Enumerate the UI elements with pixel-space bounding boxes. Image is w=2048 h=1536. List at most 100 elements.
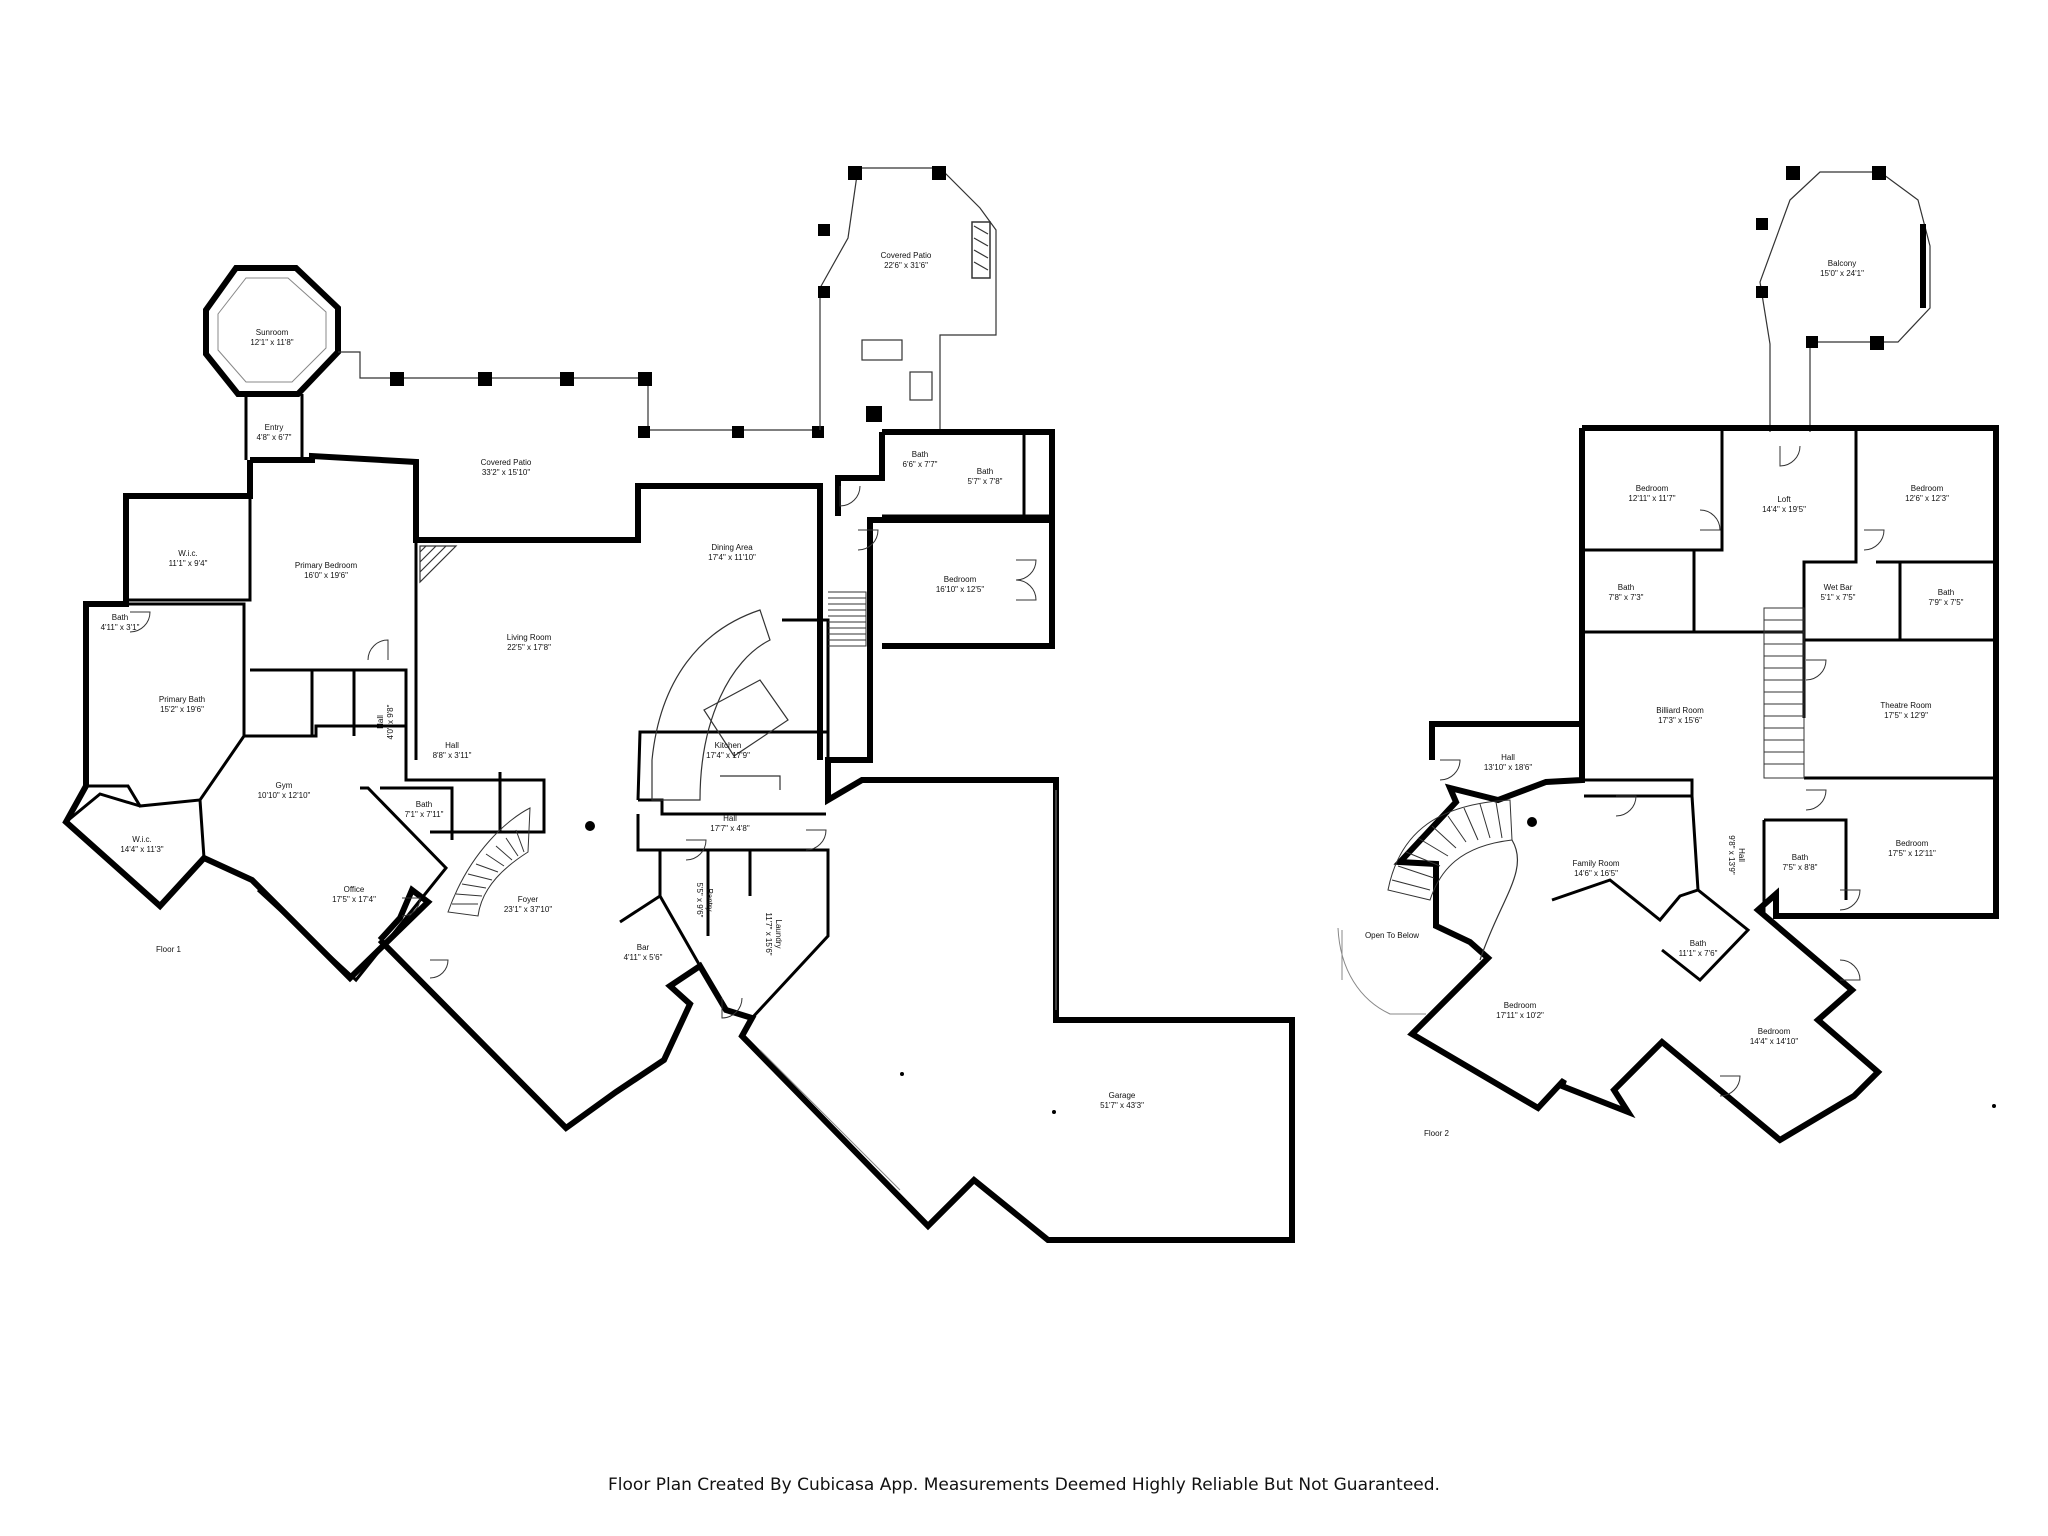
room-dimensions: 7'8" x 7'3" — [1609, 593, 1644, 602]
room-dimensions: 5'1" x 7'5" — [1821, 593, 1856, 602]
room-name: Entry — [265, 423, 284, 432]
room-dimensions: 4'11" x 3'1" — [101, 623, 140, 632]
room-name: Bedroom — [1758, 1027, 1791, 1036]
footer-disclaimer: Floor Plan Created By Cubicasa App. Meas… — [608, 1475, 1440, 1495]
room-dimensions: 11'7" x 15'6" — [764, 912, 773, 955]
room-dimensions: 15'0" x 24'1" — [1820, 269, 1864, 278]
room-name: Bedroom — [1896, 839, 1929, 848]
room-name: Bath — [1938, 588, 1954, 597]
room-name: Family Room — [1572, 859, 1619, 868]
room-name: Laundry — [774, 920, 783, 949]
room-dimensions: 23'1" x 37'10" — [504, 905, 552, 914]
room-dimensions: 17'4" x 11'10" — [708, 553, 756, 562]
room-name: Foyer — [518, 895, 539, 904]
room-label-wic-2: W.i.c.14'4" x 11'3" — [120, 835, 163, 854]
room-name: Bedroom — [944, 575, 977, 584]
room-dimensions: 14'4" x 14'10" — [1750, 1037, 1798, 1046]
room-name: Primary Bath — [159, 695, 205, 704]
room-dimensions: 12'6" x 12'3" — [1905, 494, 1949, 503]
room-name: Garage — [1109, 1091, 1136, 1100]
room-name: Loft — [1777, 495, 1791, 504]
room-name: Hall — [445, 741, 459, 750]
room-dimensions: 14'4" x 11'3" — [120, 845, 163, 854]
room-name: Bath — [1618, 583, 1634, 592]
room-name: Dining Area — [711, 543, 753, 552]
room-name: W.i.c. — [178, 549, 198, 558]
room-dimensions: 4'8" x 6'7" — [257, 433, 292, 442]
room-dimensions: 14'6" x 16'5" — [1574, 869, 1618, 878]
room-name: Bar — [637, 943, 650, 952]
room-dimensions: 33'2" x 15'10" — [482, 468, 530, 477]
room-dimensions: 7'9" x 7'5" — [1929, 598, 1964, 607]
room-dimensions: 17'3" x 15'6" — [1658, 716, 1702, 725]
room-dimensions: 10'10" x 12'10" — [258, 791, 311, 800]
room-name: Sunroom — [256, 328, 289, 337]
room-dimensions: 7'5" x 8'8" — [1783, 863, 1818, 872]
room-name: Balcony — [1828, 259, 1856, 268]
floor-2-plan: Floor 2 — [1337, 166, 1999, 1144]
room-name: Hall — [1501, 753, 1515, 762]
room-dimensions: 16'0" x 19'6" — [304, 571, 348, 580]
room-name: Hall — [723, 814, 737, 823]
room-name: Kitchen — [715, 741, 742, 750]
room-dimensions: 17'4" x 17'9" — [706, 751, 750, 760]
room-dimensions: 5'7" x 7'8" — [968, 477, 1003, 486]
room-dimensions: 9'8" x 13'9" — [1727, 835, 1736, 875]
room-name: Open To Below — [1365, 931, 1419, 940]
room-dimensions: 13'10" x 18'6" — [1484, 763, 1532, 772]
room-name: Bath — [1792, 853, 1808, 862]
room-name: Bedroom — [1504, 1001, 1537, 1010]
room-dimensions: 22'6" x 31'6" — [884, 261, 928, 270]
room-dimensions: 12'1" x 11'8" — [250, 338, 293, 347]
room-name: Theatre Room — [1880, 701, 1931, 710]
room-dimensions: 6'6" x 7'7" — [903, 460, 938, 469]
room-name: Bedroom — [1636, 484, 1669, 493]
room-name: Bath — [912, 450, 928, 459]
room-name: Covered Patio — [481, 458, 532, 467]
room-dimensions: 17'5" x 12'9" — [1884, 711, 1928, 720]
room-dimensions: 17'11" x 10'2" — [1496, 1011, 1544, 1020]
room-dimensions: 17'5" x 12'11" — [1888, 849, 1936, 858]
room-name: Covered Patio — [881, 251, 932, 260]
room-dimensions: 16'10" x 12'5" — [936, 585, 984, 594]
room-dimensions: 17'5" x 17'4" — [332, 895, 376, 904]
room-dimensions: 4'0" x 9'8" — [386, 704, 395, 739]
floor-2-label: Floor 2 — [1424, 1129, 1449, 1138]
room-name: Bath — [977, 467, 993, 476]
floor-1-plan: Floor 1 — [62, 166, 1295, 1243]
room-dimensions: 11'1" x 9'4" — [169, 559, 208, 568]
room-dimensions: 15'2" x 19'6" — [160, 705, 204, 714]
room-name: Primary Bedroom — [295, 561, 358, 570]
room-name: Pantry — [705, 888, 714, 911]
room-dimensions: 12'11" x 11'7" — [1628, 494, 1675, 503]
room-name: Gym — [276, 781, 293, 790]
room-name: Bath — [112, 613, 128, 622]
